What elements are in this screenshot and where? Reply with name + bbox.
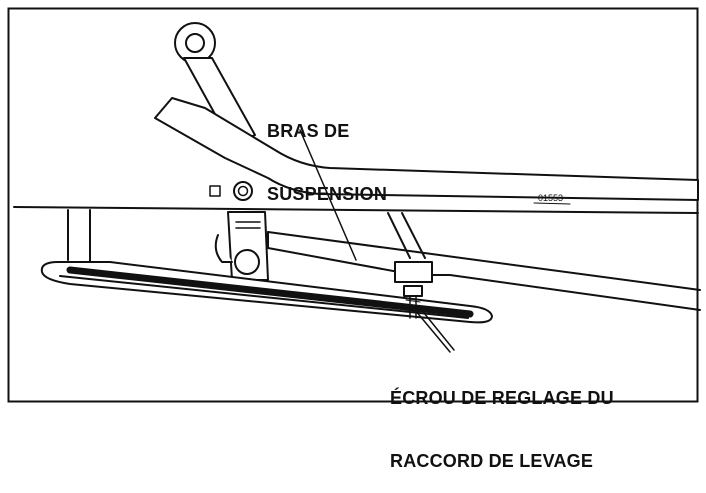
left-post [67, 209, 91, 263]
frame-rail [13, 206, 699, 214]
frame-border [7, 7, 699, 403]
label-adjusting-nut-line-2: RACCORD DE LEVAGE [390, 451, 594, 471]
frame-bolt [233, 181, 253, 201]
suspension-arm [154, 97, 699, 201]
mount-bracket [214, 211, 269, 281]
nut-bracket [394, 261, 433, 283]
label-adjusting-nut-line-1: ÉCROU DE REGLAGE DU [390, 388, 614, 408]
adjusting-nut [403, 285, 423, 319]
leader-line-nut [414, 307, 455, 353]
leader-line-arm [299, 129, 357, 261]
label-suspension-arm-line-1: BRAS DE [267, 121, 350, 141]
label-adjusting-nut: ÉCROU DE REGLAGE DU RACCORD DE LEVAGE [390, 346, 614, 493]
label-suspension-arm: BRAS DE SUSPENSION [267, 79, 387, 226]
suspension-diagram [7, 7, 701, 403]
part-number-label: 01553 [538, 193, 564, 203]
label-suspension-arm-line-2: SUSPENSION [267, 184, 388, 204]
frame-square-tab [209, 185, 221, 197]
lift-rod [387, 212, 426, 259]
drive-belt [40, 261, 493, 324]
